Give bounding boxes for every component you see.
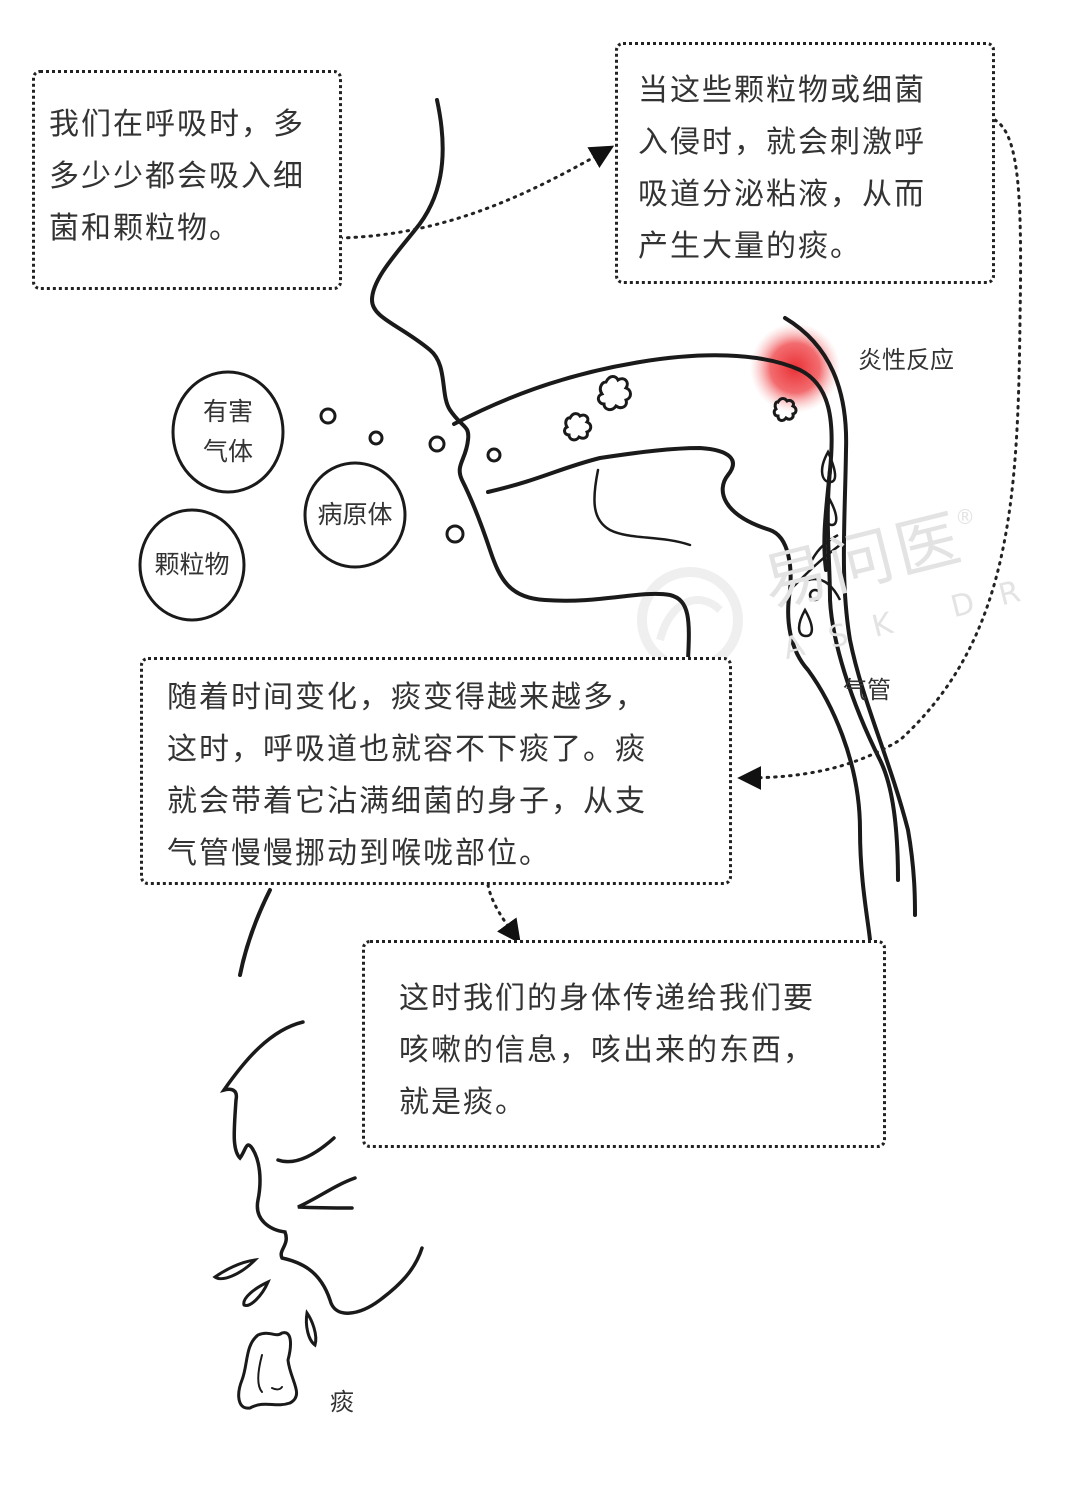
callout-mucus-text: 当这些颗粒物或细菌 入侵时，就会刺激呼 吸道分泌粘液，从而 产生大量的痰。 [638, 73, 926, 264]
connector-arrow-3 [486, 883, 521, 944]
bubble-harmful-gas-line1: 有害 [202, 397, 253, 426]
mucus-drops [789, 449, 842, 638]
callout-accumulation: 随着时间变化，痰变得越来越多， 这时，呼吸道也就容不下痰了。痰 就会带着它沾满细… [140, 657, 732, 885]
connector-arrow-1 [338, 145, 615, 240]
bubble-pathogen [303, 461, 407, 569]
spit-drop-2-icon [242, 1278, 271, 1307]
spit-drop-3-icon [304, 1309, 318, 1348]
spit-drop-1-icon [212, 1257, 260, 1281]
callout-accumulation-text: 随着时间变化，痰变得越来越多， 这时，呼吸道也就容不下痰了。痰 就会带着它沾满细… [167, 680, 647, 871]
airway-back-wall [783, 316, 917, 917]
callout-cough-text: 这时我们的身体传递给我们要 咳嗽的信息，咳出来的东西， 就是痰。 [399, 981, 815, 1120]
callout-cough: 这时我们的身体传递给我们要 咳嗽的信息，咳出来的东西， 就是痰。 [362, 940, 886, 1148]
watermark-registered: ® [955, 505, 975, 529]
callout-breathing: 我们在呼吸时，多 多少少都会吸入细 菌和颗粒物。 [32, 70, 342, 290]
bubble-harmful-gas-line2: 气体 [202, 437, 253, 466]
lower-face-line [238, 888, 272, 977]
particles [319, 407, 502, 544]
bacterium-3-icon [772, 397, 798, 422]
callout-breathing-text: 我们在呼吸时，多 多少少都会吸入细 菌和颗粒物。 [49, 107, 305, 246]
bubble-pathogen-label: 病原体 [317, 500, 393, 529]
bacterium-2-icon [563, 412, 593, 442]
bubble-particles-label: 颗粒物 [154, 550, 230, 579]
bacterium-1-icon [596, 375, 632, 412]
bubble-harmful-gas-label: 有害 气体 [190, 392, 266, 472]
tongue-outline [593, 468, 692, 547]
bubble-harmful-gas [171, 370, 285, 494]
nasal-cavity-lower [486, 446, 872, 942]
face-profile-outline [370, 98, 691, 662]
label-phlegm: 痰 [330, 1388, 354, 1416]
coughing-person-illustration [212, 1020, 424, 1410]
bacteria-icons [563, 375, 798, 442]
callout-mucus: 当这些颗粒物或细菌 入侵时，就会刺激呼 吸道分泌粘液，从而 产生大量的痰。 [615, 42, 995, 284]
label-trachea: 气管 [843, 676, 891, 704]
connector-arrow-2 [737, 118, 1023, 790]
bubble-particles [138, 508, 246, 622]
label-inflammation: 炎性反应 [858, 346, 954, 374]
phlegm-blob-icon [237, 1331, 298, 1410]
